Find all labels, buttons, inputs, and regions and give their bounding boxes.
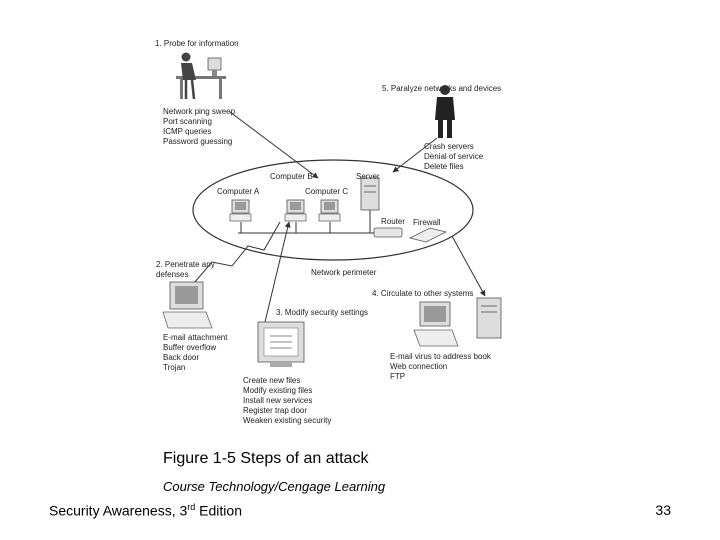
computer-b-label: Computer B	[270, 172, 313, 181]
penetrate-lightning	[187, 221, 281, 291]
computer-c-label: Computer C	[305, 187, 348, 196]
step-4-item: Web connection	[390, 362, 447, 371]
paralyze-arrow	[392, 137, 438, 173]
step-1-item: Password guessing	[163, 137, 232, 146]
step-5-item: Crash servers	[424, 142, 474, 151]
step-2-title: defenses	[156, 270, 188, 279]
figure-caption: Figure 1-5 Steps of an attack	[163, 450, 369, 467]
step-2-item: Trojan	[163, 363, 185, 372]
computer-b-icon	[284, 199, 307, 222]
modify-arrow	[264, 221, 291, 323]
step-3-item: Register trap door	[243, 406, 307, 415]
remote-computer-icon	[413, 301, 459, 347]
step-5-item: Delete files	[424, 162, 464, 171]
footer-title-main: Security Awareness, 3	[49, 502, 188, 519]
step-1-title: 1. Probe for information	[155, 39, 239, 48]
circulate-arrow	[451, 235, 486, 297]
standing-man-icon	[435, 85, 455, 138]
page-number: 33	[655, 502, 671, 518]
server-icon	[360, 177, 380, 211]
step-1-item: Network ping sweep	[163, 107, 236, 116]
step-2-item: Back door	[163, 353, 199, 362]
figure-credit: Course Technology/Cengage Learning	[163, 479, 386, 494]
computer-c-icon	[318, 199, 341, 222]
step-3-item: Create new files	[243, 376, 300, 385]
footer-title-end: Edition	[195, 502, 242, 519]
step-2-item: Buffer overflow	[163, 343, 216, 352]
step-4-title: 4. Circulate to other systems	[372, 289, 473, 298]
computer-a-label: Computer A	[217, 187, 260, 196]
computer-a-icon	[229, 199, 252, 222]
firewall-icon	[408, 227, 448, 243]
network-perimeter-label: Network perimeter	[311, 268, 377, 277]
remote-tower-icon	[476, 297, 502, 339]
step-3-item: Install new services	[243, 396, 312, 405]
step-1-item: ICMP queries	[163, 127, 211, 136]
step-4-item: E-mail virus to address book	[390, 352, 492, 361]
step-1-item: Port scanning	[163, 117, 212, 126]
server-label: Server	[356, 172, 380, 181]
firewall-label: Firewall	[413, 218, 441, 227]
step-3-item: Modify existing files	[243, 386, 312, 395]
footer-title-sup: rd	[187, 502, 196, 512]
step-3-item: Weaken existing security	[243, 416, 331, 425]
router-icon	[373, 227, 403, 238]
step-2-item: E-mail attachment	[163, 333, 228, 342]
step-3-title: 3. Modify security settings	[276, 308, 368, 317]
step-4-item: FTP	[390, 372, 405, 381]
footer-title: Security Awareness, 3rd Edition	[49, 502, 242, 519]
step-2-title: 2. Penetrate any	[156, 260, 215, 269]
modified-monitor-icon	[257, 321, 305, 367]
penetrated-computer-icon	[162, 281, 213, 329]
attacker-desk-icon	[176, 52, 226, 100]
probe-arrow	[229, 111, 319, 179]
step-5-item: Denial of service	[424, 152, 484, 161]
step-5-title: 5. Paralyze networks and devices	[382, 84, 501, 93]
attack-steps-diagram: 1. Probe for information Network ping sw…	[155, 39, 502, 425]
router-label: Router	[381, 217, 405, 226]
network-perimeter-ellipse	[192, 159, 474, 261]
